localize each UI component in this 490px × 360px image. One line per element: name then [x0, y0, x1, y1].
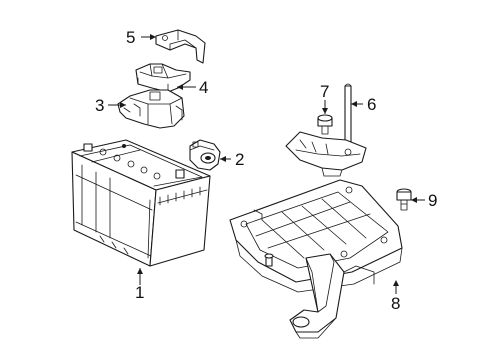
battery-part[interactable]	[71, 139, 211, 267]
fusible-link-part[interactable]	[117, 89, 185, 129]
terminal-cover-part[interactable]	[155, 29, 206, 64]
bolt-part[interactable]	[317, 114, 333, 135]
callout-4[interactable]: 4	[199, 78, 209, 97]
terminal-clamp-part[interactable]	[189, 139, 221, 171]
callout-1[interactable]: 1	[135, 283, 145, 302]
callout-2[interactable]: 2	[235, 150, 245, 169]
hold-down-clamp-part[interactable]	[285, 83, 367, 177]
callout-9[interactable]: 9	[428, 191, 438, 210]
fuse-bracket-part[interactable]	[135, 63, 191, 93]
callout-7[interactable]: 7	[320, 82, 330, 101]
callout-6[interactable]: 6	[367, 95, 377, 114]
callout-5[interactable]: 5	[126, 28, 136, 47]
battery-tray-part[interactable]	[229, 179, 403, 339]
tray-bolt-part[interactable]	[396, 188, 412, 211]
leader-arrows	[120, 34, 417, 286]
callout-3[interactable]: 3	[95, 96, 105, 115]
callout-8[interactable]: 8	[391, 294, 401, 313]
